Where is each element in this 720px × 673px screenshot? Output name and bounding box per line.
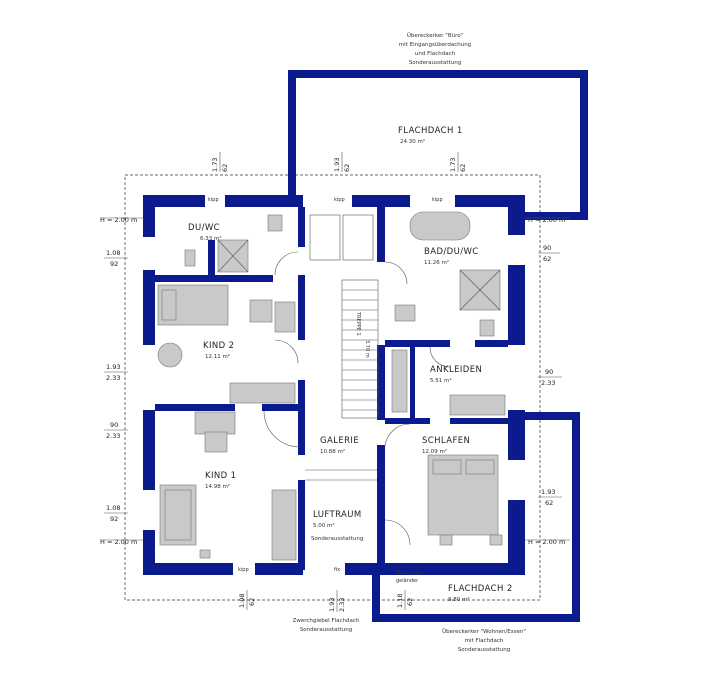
dim-left-3: 90 2.33 (104, 421, 128, 440)
room-galerie-area: 10.88 m² (320, 448, 345, 455)
bruestung-label-2: geländer (396, 578, 419, 584)
svg-text:1.93: 1.93 (333, 158, 341, 172)
stairs (305, 214, 379, 481)
svg-text:2.33: 2.33 (541, 379, 555, 387)
room-ankleiden-area: 5.51 m² (430, 377, 452, 384)
svg-text:1.93: 1.93 (328, 598, 336, 612)
dim-top-2: 1.93 62 (333, 152, 351, 172)
dim-top-3: 1.73 62 (449, 152, 467, 172)
roof-outline (124, 174, 541, 601)
window-fix-1: fix (334, 567, 340, 573)
dim-bottom-3: 1.18 62 (396, 590, 414, 610)
room-bad-name: BAD/DU/WC (424, 247, 479, 257)
svg-text:92: 92 (110, 260, 118, 268)
treppe-dim: 3.70 m (364, 340, 370, 358)
svg-text:1.08: 1.08 (238, 594, 246, 608)
dim-right-3: 1.93 62 (538, 488, 562, 507)
svg-text:90: 90 (543, 244, 551, 252)
svg-text:92: 92 (110, 515, 118, 523)
flachdach2-bay (372, 412, 580, 622)
height-right-top: H = 2.00 m (528, 216, 565, 224)
svg-text:62: 62 (406, 598, 414, 606)
duwc-fixtures (184, 214, 299, 276)
room-duwc-name: DU/WC (188, 223, 220, 233)
svg-text:62: 62 (545, 499, 553, 507)
svg-text:2.33: 2.33 (106, 432, 120, 440)
dim-left-2: 1.93 2.33 (104, 363, 128, 382)
room-galerie-name: GALERIE (320, 436, 359, 446)
svg-text:1.08: 1.08 (106, 249, 120, 257)
note-bottom-center: Zwerchgiebel Flachdach Sonderausstattung (293, 618, 360, 633)
svg-text:2.33: 2.33 (338, 598, 346, 612)
flachdach1-bay (288, 70, 588, 220)
room-flachdach2-area: 9.80 m² (448, 596, 470, 603)
svg-text:2.33: 2.33 (106, 374, 120, 382)
svg-text:1.93: 1.93 (106, 363, 120, 371)
ankleiden-fixtures (391, 346, 506, 416)
note-bottom-right: Übereckerker "Wohnen/Essen" mit Flachdac… (442, 628, 526, 653)
svg-text:90: 90 (545, 368, 553, 376)
svg-text:90: 90 (110, 421, 118, 429)
room-kind2-name: KIND 2 (203, 341, 235, 351)
interior-walls (155, 207, 508, 570)
dim-right-1: 90 62 (538, 244, 560, 263)
treppe-label: TREPPE 1 (355, 311, 361, 336)
svg-text:Sonderausstattung: Sonderausstattung (409, 60, 461, 66)
kind1-furniture (159, 410, 301, 561)
height-left-bottom: H = 2.00 m (100, 538, 137, 546)
svg-text:62: 62 (459, 164, 467, 172)
svg-text:Übereckerker "Büro": Übereckerker "Büro" (407, 32, 463, 39)
svg-text:62: 62 (248, 598, 256, 606)
dim-right-2: 90 2.33 (538, 368, 562, 387)
svg-text:62: 62 (343, 164, 351, 172)
height-right-bottom: H = 2.00 m (528, 538, 565, 546)
svg-text:62: 62 (543, 255, 551, 263)
svg-text:mit Flachdach: mit Flachdach (465, 638, 504, 644)
svg-text:1.18: 1.18 (396, 594, 404, 608)
room-schlafen-name: SCHLAFEN (422, 436, 470, 446)
room-kind2-area: 12.11 m² (205, 353, 230, 360)
window-kipp-4: kipp (238, 567, 249, 573)
window-kipp-2: kipp (334, 197, 345, 203)
svg-text:1.73: 1.73 (449, 158, 457, 172)
svg-text:1.93: 1.93 (541, 488, 555, 496)
dim-left-4: 1.08 92 (104, 504, 128, 523)
exterior-walls (143, 195, 525, 575)
svg-text:mit Eingangsüberdachung: mit Eingangsüberdachung (399, 42, 471, 48)
room-luftraum-note: Sonderausstattung (311, 536, 363, 542)
schlafen-furniture (384, 423, 503, 546)
room-schlafen-area: 12.09 m² (422, 448, 447, 455)
room-luftraum-area: 5.00 m² (313, 522, 335, 529)
room-flachdach2-name: FLACHDACH 2 (448, 584, 513, 594)
svg-text:62: 62 (221, 164, 229, 172)
window-kipp-3: kipp (432, 197, 443, 203)
room-kind1-area: 14.98 m² (205, 483, 230, 490)
room-luftraum-name: LUFTRAUM (313, 510, 362, 520)
height-left-top: H = 2.00 m (100, 216, 137, 224)
svg-text:1.08: 1.08 (106, 504, 120, 512)
svg-text:und Flachdach: und Flachdach (415, 51, 456, 57)
svg-text:Übereckerker "Wohnen/Essen": Übereckerker "Wohnen/Essen" (442, 628, 526, 635)
room-flachdach1-name: FLACHDACH 1 (398, 126, 463, 136)
dim-left-1: 1.08 92 (104, 249, 128, 268)
note-top: Übereckerker "Büro" mit Eingangsüberdach… (399, 32, 471, 66)
svg-text:Sonderausstattung: Sonderausstattung (458, 647, 510, 653)
svg-text:Sonderausstattung: Sonderausstattung (300, 627, 352, 633)
svg-text:Zwerchgiebel Flachdach: Zwerchgiebel Flachdach (293, 618, 360, 624)
kind2-furniture (157, 284, 299, 404)
room-flachdach1-area: 24.30 m² (400, 138, 425, 145)
dim-bottom-1: 1.08 62 (238, 590, 256, 610)
bruestung-label-1: Brüstungs- (396, 570, 423, 576)
window-kipp-1: kipp (208, 197, 219, 203)
room-duwc-area: 6.33 m² (200, 235, 222, 242)
svg-text:1.73: 1.73 (211, 158, 219, 172)
room-ankleiden-name: ANKLEIDEN (430, 365, 482, 375)
bad-fixtures (384, 211, 501, 337)
dim-top-1: 1.73 62 (211, 152, 229, 172)
room-kind1-name: KIND 1 (205, 471, 237, 481)
room-bad-area: 11.26 m² (424, 259, 449, 266)
dim-bottom-2: 1.93 2.33 (328, 590, 346, 612)
